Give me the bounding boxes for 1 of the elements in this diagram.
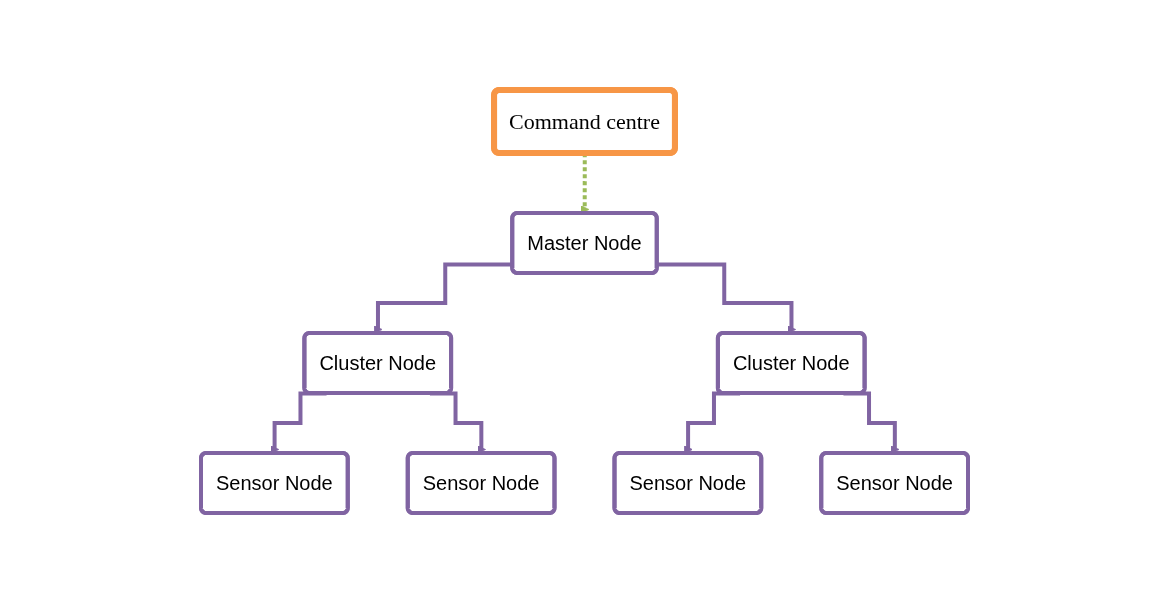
arrow [373, 261, 513, 334]
